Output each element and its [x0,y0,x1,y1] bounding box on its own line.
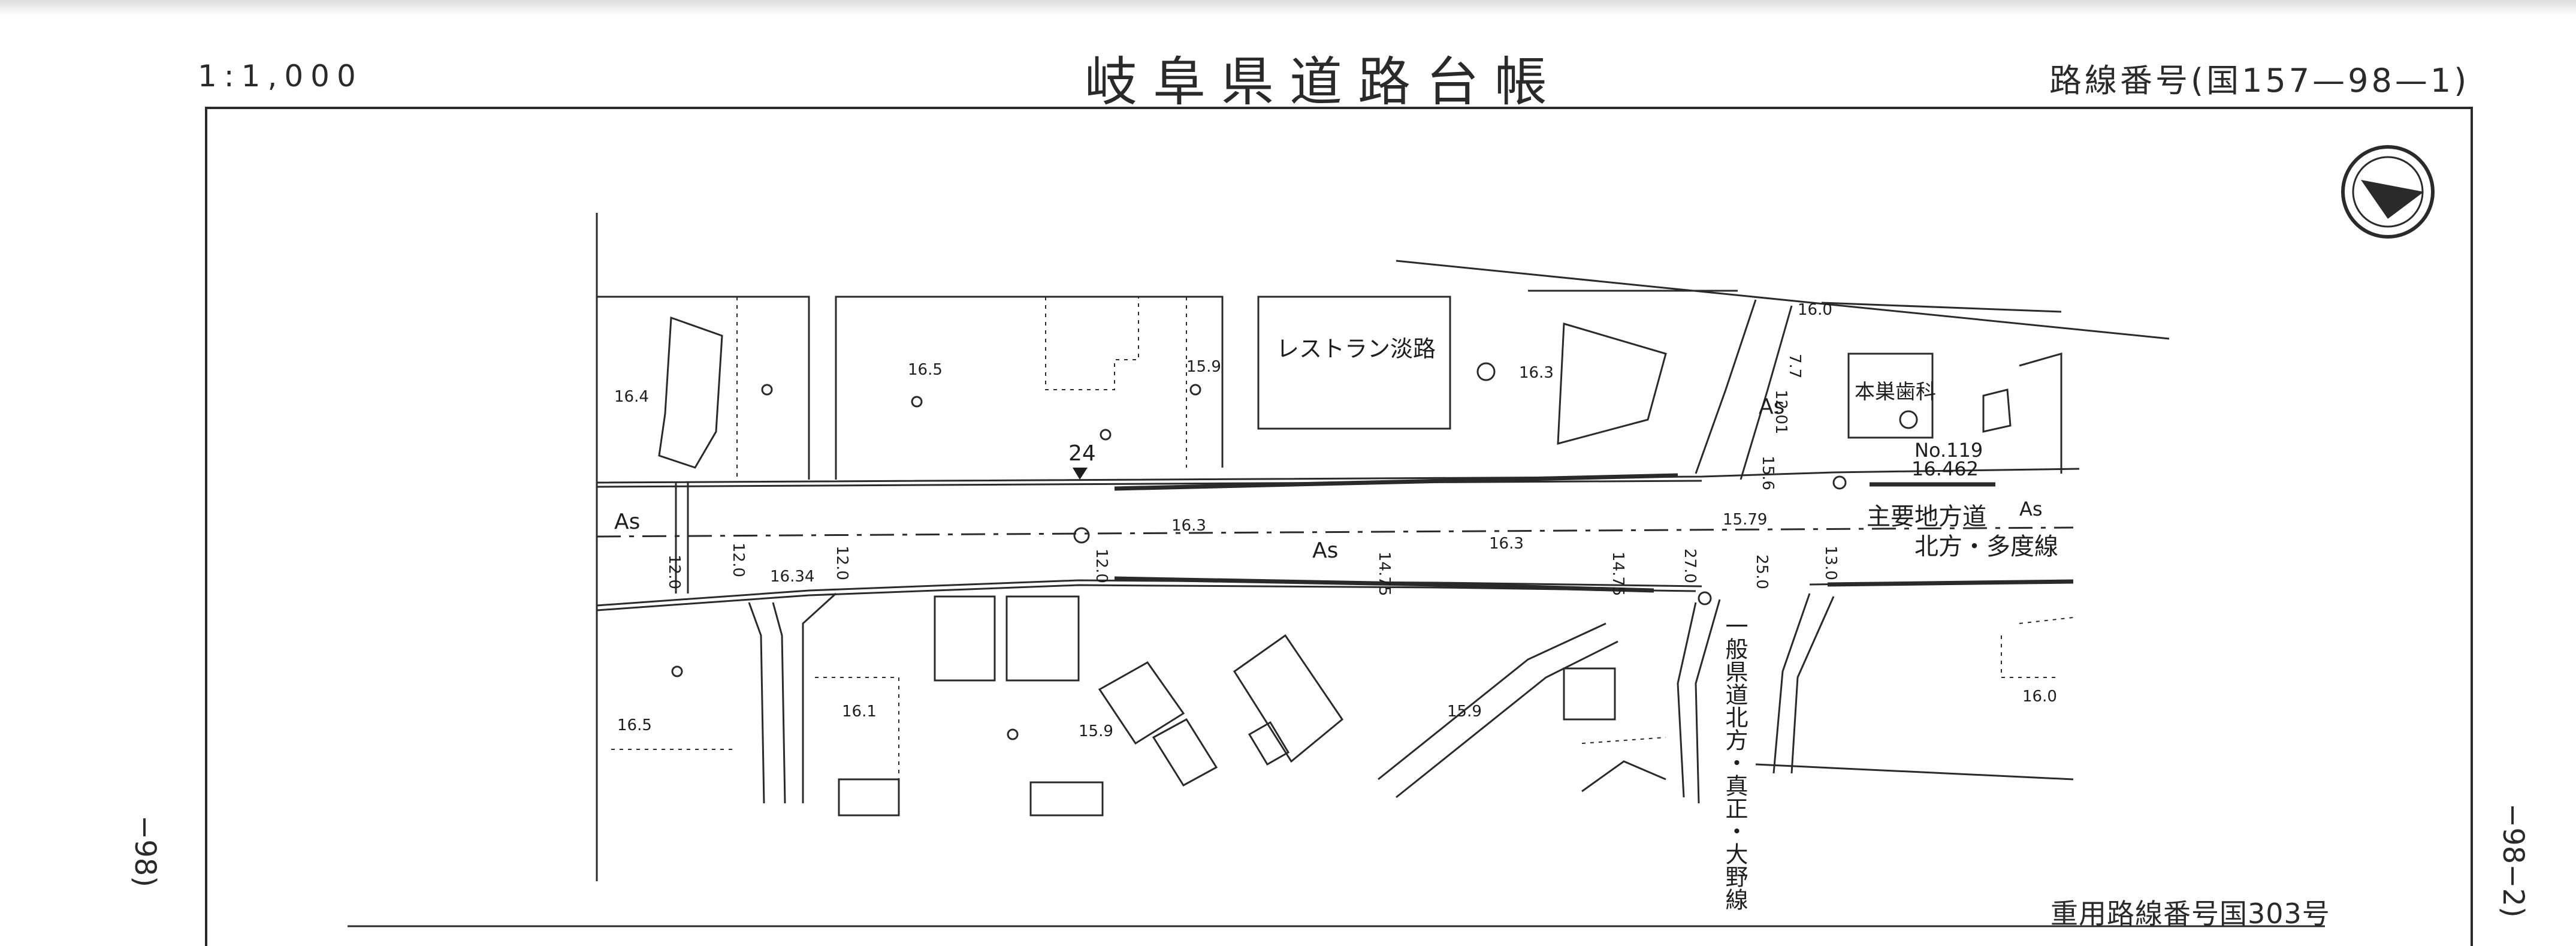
tree-icon [911,396,923,408]
elevation-label: 16.0 [2022,688,2057,706]
width-label: 13.0 [1822,546,1840,580]
surface-label: As [1312,538,1338,563]
elevation-label: 16.4 [614,388,649,406]
map-linework [596,213,2170,881]
north-arrow-icon [2341,145,2435,239]
width-label: 14.75 [1609,552,1627,596]
elevation-label: 16.3 [1171,517,1206,535]
width-label: 25.0 [1753,555,1771,589]
station-number: 24 [1068,441,1096,466]
width-label: 12.0 [1092,549,1110,583]
page-title: 岐阜県道路台帳 [1085,51,1563,113]
station-marker-icon [1073,468,1088,480]
elevation-label: 15.9 [1186,358,1221,376]
width-label: 12.01 [1772,390,1790,434]
tree-icon [671,665,683,677]
elevation-label: 15.9 [1447,703,1482,721]
duplicate-route-number: 重用路線番号国303号 [2050,897,2330,930]
manhole-icon [1698,591,1712,605]
main-road-name: 北方・多度線 [1914,533,2058,561]
elevation-label: 16.5 [908,361,943,379]
benchmark-id: No.119 [1914,439,1983,462]
parking-icon [1476,362,1496,381]
main-road-type: 主要地方道 [1867,503,1986,531]
width-label: 14.75 [1375,552,1393,596]
elevation-label: 16.3 [1489,535,1524,553]
map-scale: 1:1,000 [198,59,363,94]
tree-icon [1189,384,1201,396]
width-label: 12.0 [833,546,851,580]
tree-icon [1007,728,1019,740]
map-symbols [671,362,1918,740]
surface-label: As [1759,394,1784,419]
parcel-boundaries [611,297,2074,779]
prefectural-road-name: 一般県道北方・真正・大野線 [1722,614,1748,911]
manhole-icon [1832,475,1847,490]
width-label: 12.0 [729,543,747,577]
width-label: 16.0 [1798,301,1832,319]
width-label: 27.0 [1681,549,1699,583]
elevation-label: 16.5 [617,716,652,734]
benchmark-elevation: 16.462 [1911,457,1979,480]
surface-label: As [614,510,640,534]
surface-label: As [2019,498,2043,520]
width-label: 12.0 [665,555,683,589]
map-frame [205,107,2473,946]
elevation-label: 15.9 [1079,722,1113,740]
survey-point-icon [1073,527,1090,544]
scan-top-shadow [0,0,2576,16]
tree-icon [1100,429,1112,441]
dentist-label: 本巣歯科 [1855,380,1936,404]
elevation-label: 16.1 [842,703,877,721]
route-number: 路線番号(国157—98—1) [2049,62,2470,100]
width-label: 7.7 [1786,354,1804,378]
width-label: 15.6 [1759,456,1777,490]
tree-icon [761,384,773,396]
elevation-label: 15.79 [1723,511,1767,529]
elevation-label: 16.3 [1519,364,1554,382]
restaurant-label: レストラン淡路 [1276,336,1436,362]
elevation-label: 16.34 [770,568,814,586]
parking-icon [1899,410,1918,429]
